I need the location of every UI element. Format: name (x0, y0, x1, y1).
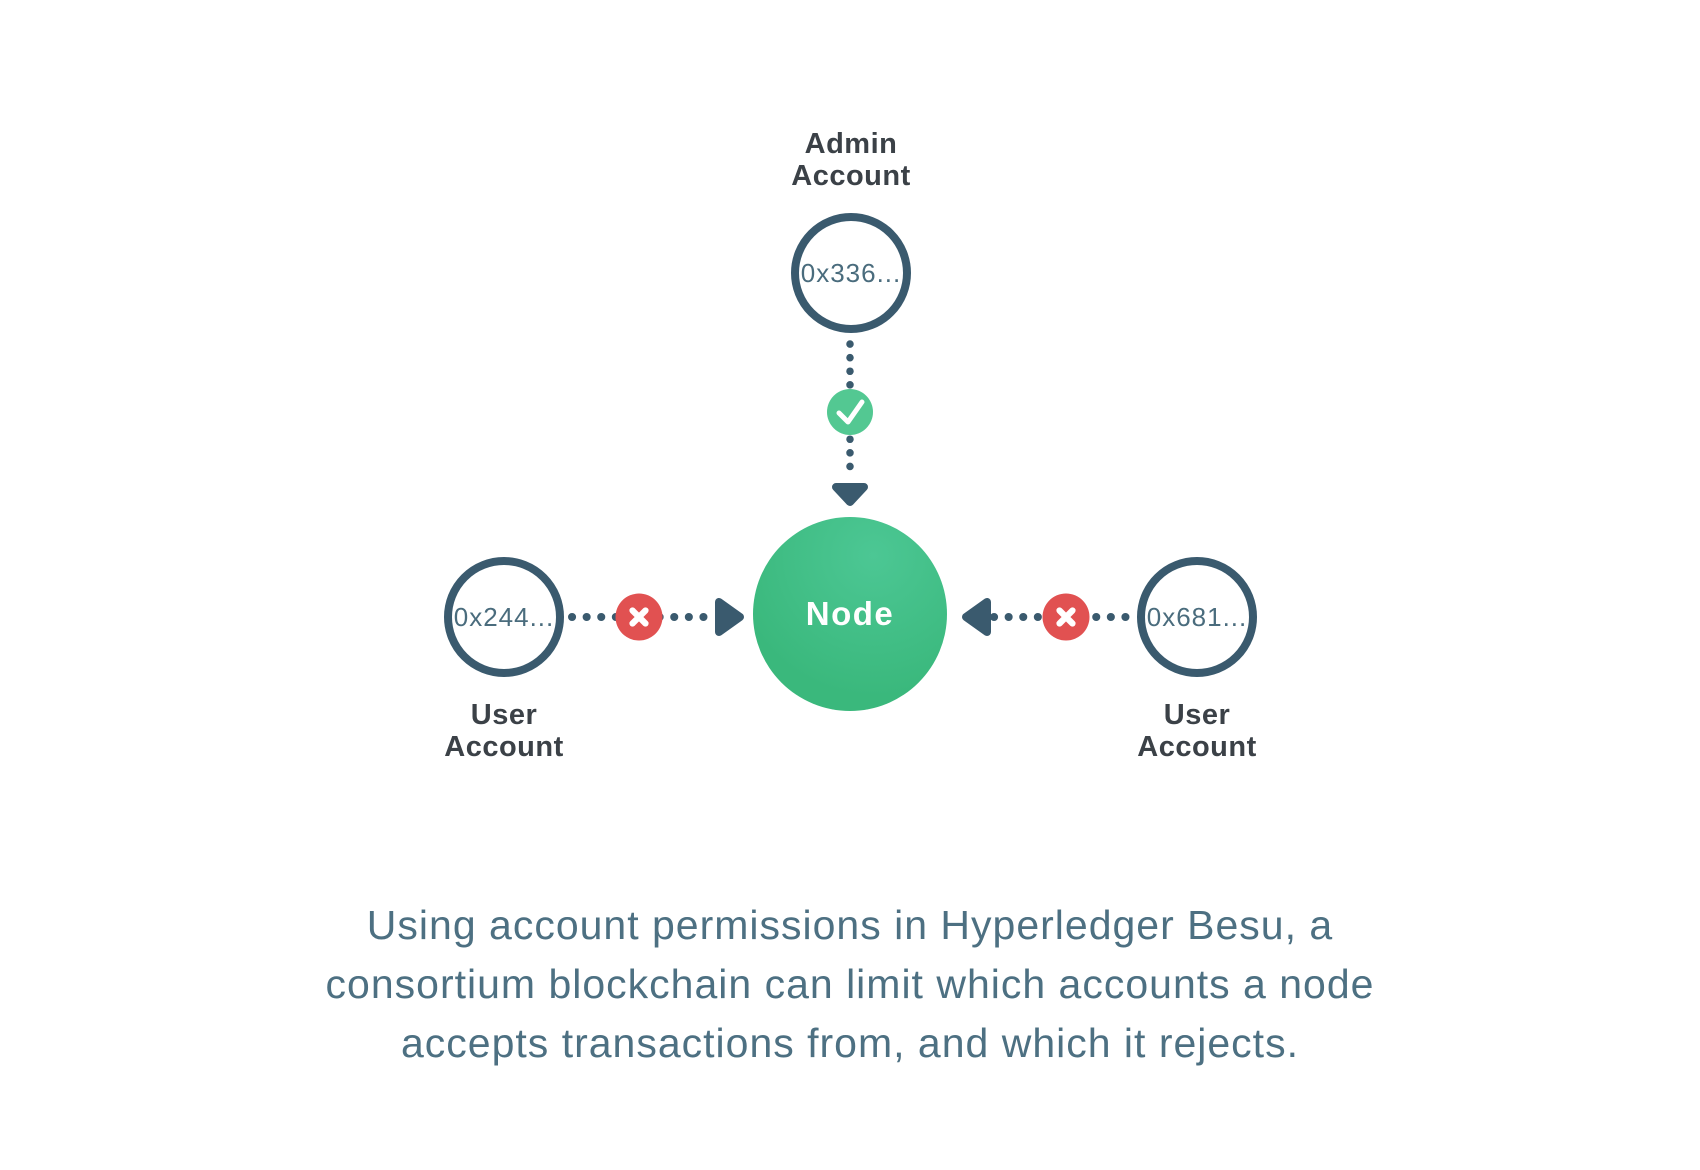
cross-icon (629, 607, 649, 627)
admin-account-title: Admin Account (651, 128, 1051, 192)
right-user-account-address: 0x681... (1146, 601, 1248, 632)
down-arrowhead-icon (832, 483, 868, 506)
right-user-account-title-line1: User (1163, 699, 1231, 731)
admin-account-circle: 0x336... (791, 213, 911, 333)
left-user-account-title: User Account (304, 699, 704, 763)
allow-badge-circle (827, 389, 873, 435)
caption-line-1: Using account permissions in Hyperledger… (366, 902, 1334, 948)
right-user-account-title-line2: Account (1137, 731, 1257, 763)
caption-line-2: consortium blockchain can limit which ac… (325, 961, 1375, 1007)
caption: Using account permissions in Hyperledger… (0, 896, 1700, 1073)
left-user-account-address: 0x244... (453, 601, 555, 632)
cross-icon (1056, 607, 1076, 627)
left-arrowhead-icon (962, 598, 991, 636)
right-deny-badge (1042, 593, 1090, 641)
right-arrowhead-icon (715, 598, 744, 636)
left-user-account-title-line1: User (470, 699, 538, 731)
left-user-account-title-line2: Account (444, 731, 564, 763)
node-circle: Node (753, 517, 947, 711)
right-user-account-circle: 0x681... (1137, 557, 1257, 677)
left-user-account-circle: 0x244... (444, 557, 564, 677)
admin-account-address: 0x336... (800, 257, 902, 288)
allow-badge (827, 389, 873, 435)
admin-account-title-line1: Admin (804, 128, 898, 160)
right-user-account-title: User Account (997, 699, 1397, 763)
admin-account-title-line2: Account (791, 160, 911, 192)
left-deny-badge (615, 593, 663, 641)
caption-line-3: accepts transactions from, and which it … (401, 1020, 1299, 1066)
node-label: Node (805, 595, 895, 632)
check-icon (836, 399, 865, 425)
